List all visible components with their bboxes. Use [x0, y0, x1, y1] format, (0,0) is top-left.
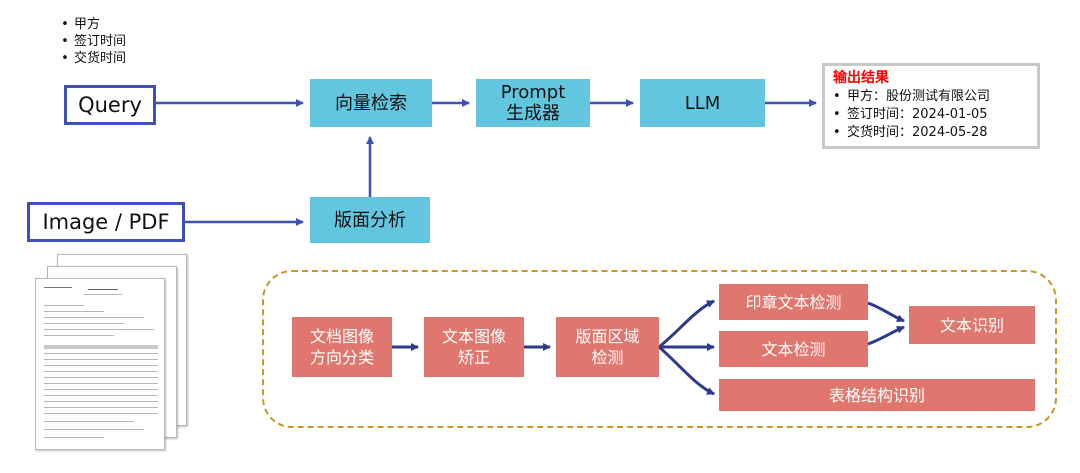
output-item: 甲方：股份测试有限公司 [833, 88, 1029, 106]
text-recognition-label: 文本识别 [939, 315, 1004, 335]
seal-text-detection-label: 印章文本检测 [745, 292, 842, 312]
query-input-box: Query [64, 85, 156, 125]
llm-label: LLM [684, 92, 721, 114]
arrow-seal-to-recog [867, 301, 905, 323]
orientation-classify-box: 文档图像 方向分类 [292, 317, 392, 377]
prompt-generator-box: Prompt 生成器 [476, 79, 590, 127]
document-page-front [35, 278, 165, 450]
output-result-box: 输出结果 甲方：股份测试有限公司 签订时间：2024-01-05 交货时间：20… [822, 63, 1040, 149]
image-pdf-label: Image / PDF [42, 210, 170, 234]
query-field-item: 甲方 [56, 16, 126, 33]
text-recognition-box: 文本识别 [909, 306, 1035, 344]
vector-search-label: 向量检索 [335, 92, 407, 114]
orientation-classify-label-line2: 方向分类 [309, 348, 374, 367]
region-detection-label-line1: 版面区域 [575, 327, 640, 346]
region-detection-box: 版面区域 检测 [556, 317, 659, 377]
output-title: 输出结果 [833, 70, 889, 86]
table-structure-recognition-label: 表格结构识别 [828, 385, 925, 405]
query-field-list: 甲方 签订时间 交货时间 [56, 16, 126, 67]
layout-analysis-box: 版面分析 [310, 197, 430, 243]
orientation-classify-label-line1: 文档图像 [309, 327, 374, 346]
seal-text-detection-box: 印章文本检测 [719, 284, 868, 320]
text-rectify-box: 文本图像 矫正 [424, 317, 524, 377]
document-stack-illustration [33, 254, 193, 454]
prompt-generator-label-line1: Prompt [500, 82, 566, 103]
text-detection-box: 文本检测 [719, 331, 868, 367]
image-pdf-input-box: Image / PDF [27, 202, 185, 242]
prompt-generator-label-line2: 生成器 [506, 103, 560, 124]
query-label: Query [78, 93, 142, 117]
layout-analysis-label: 版面分析 [334, 209, 406, 231]
output-item: 交货时间：2024-05-28 [833, 124, 1029, 142]
arrow-textdet-to-recog [867, 325, 905, 346]
region-detection-label-line2: 检测 [591, 348, 624, 367]
text-rectify-label-line1: 文本图像 [441, 327, 506, 346]
arrow-region-to-seal [658, 299, 715, 349]
query-field-item: 交货时间 [56, 50, 126, 67]
arrow-region-to-table [658, 345, 715, 396]
table-structure-recognition-box: 表格结构识别 [719, 379, 1035, 411]
llm-box: LLM [640, 79, 765, 127]
vector-search-box: 向量检索 [310, 79, 432, 127]
output-item: 签订时间：2024-01-05 [833, 106, 1029, 124]
layout-analysis-detail-panel [262, 270, 1057, 428]
text-rectify-label-line2: 矫正 [457, 348, 490, 367]
text-detection-label: 文本检测 [761, 339, 826, 359]
query-field-item: 签订时间 [56, 33, 126, 50]
output-list: 甲方：股份测试有限公司 签订时间：2024-01-05 交货时间：2024-05… [833, 88, 1029, 142]
